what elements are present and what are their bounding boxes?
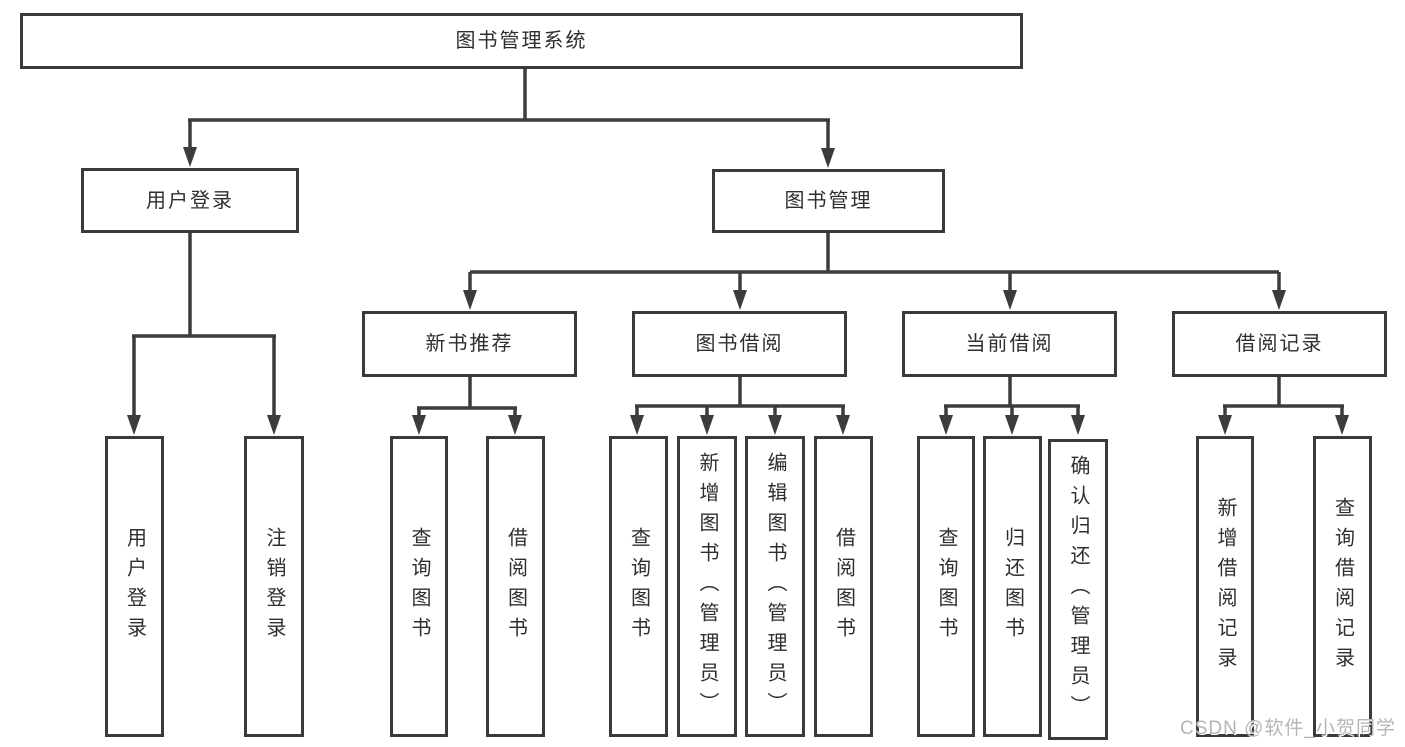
leaf-return-books: 归还图书 <box>983 436 1042 737</box>
leaf-query-borrow-record: 查询借阅记录 <box>1313 436 1372 737</box>
node-borrow-records: 借阅记录 <box>1172 311 1387 377</box>
arrowheads <box>127 147 1349 435</box>
leaf-user-login: 用户登录 <box>105 436 164 737</box>
node-book-management: 图书管理 <box>712 169 945 233</box>
leaf-query-books-recommend: 查询图书 <box>390 436 448 737</box>
leaf-borrow-books-recommend: 借阅图书 <box>486 436 545 737</box>
leaf-confirm-return-admin: 确认归还（管理员） <box>1048 439 1108 740</box>
node-new-book-recommend: 新书推荐 <box>362 311 577 377</box>
watermark: CSDN @软件_小贺同学 <box>1180 718 1396 739</box>
leaf-logout: 注销登录 <box>244 436 304 737</box>
leaf-add-borrow-record: 新增借阅记录 <box>1196 436 1254 737</box>
leaf-query-books-current: 查询图书 <box>917 436 975 737</box>
node-user-login: 用户登录 <box>81 168 299 233</box>
leaf-query-books-borrowing: 查询图书 <box>609 436 668 737</box>
leaf-borrow-books-borrowing: 借阅图书 <box>814 436 873 737</box>
leaf-add-books-admin: 新增图书（管理员） <box>677 436 737 737</box>
node-root: 图书管理系统 <box>20 13 1023 69</box>
node-book-borrowing: 图书借阅 <box>632 311 847 377</box>
leaf-edit-books-admin: 编辑图书（管理员） <box>745 436 805 737</box>
node-current-borrowing: 当前借阅 <box>902 311 1117 377</box>
